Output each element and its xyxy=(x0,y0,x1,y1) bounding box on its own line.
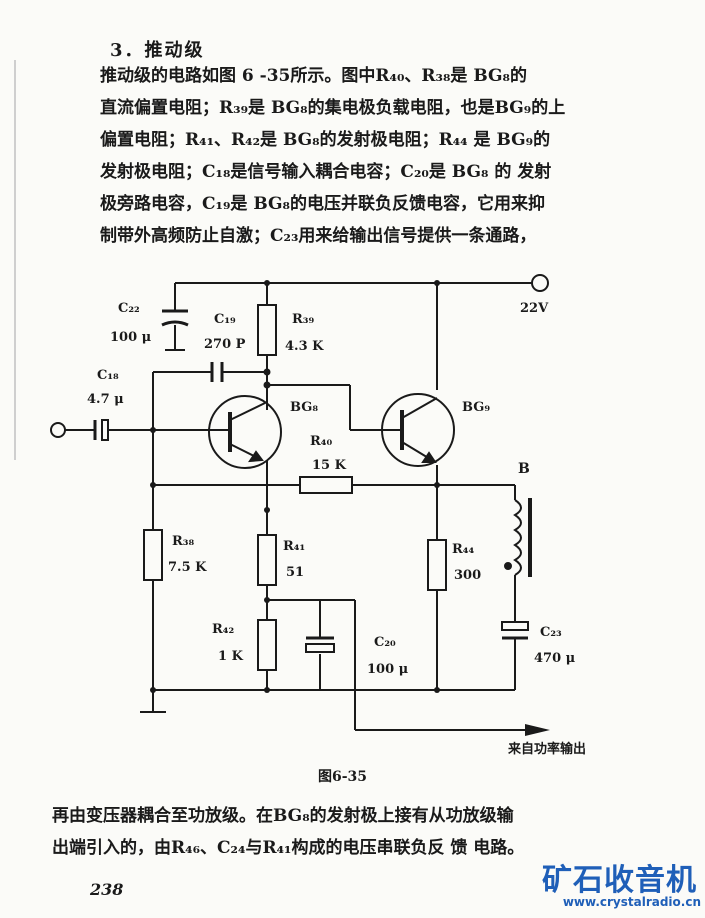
watermark-url: www.crystalradio.cn xyxy=(562,895,701,909)
r44-label: R₄₄ xyxy=(452,542,474,557)
r41-label: R₄₁ xyxy=(283,539,305,554)
resistor-r41 xyxy=(257,534,277,586)
c18-label: C₁₈ xyxy=(97,368,119,383)
feedback-arrow-icon xyxy=(525,724,550,736)
transformer-b xyxy=(504,498,532,577)
r42-label: R₄₂ xyxy=(212,622,234,637)
c22-label: C₂₂ xyxy=(118,301,140,316)
c23-label: C₂₃ xyxy=(540,625,562,640)
paragraph-1-line: 极旁路电容，C₁₉是 BG₈的电压并联负反馈电容，它用来抑 xyxy=(100,194,545,214)
r38-label: R₃₈ xyxy=(172,534,194,549)
transformer-label: B xyxy=(518,461,530,477)
paragraph-2-line: 再由变压器耦合至功放级。在BG₈的发射极上接有从功放级输 xyxy=(52,806,514,826)
capacitor-c23 xyxy=(501,621,529,640)
c18-value: 4.7 μ xyxy=(87,392,124,407)
r41-value: 51 xyxy=(286,565,304,580)
c20-label: C₂₀ xyxy=(374,635,396,650)
r40-value: 15 K xyxy=(312,458,347,473)
supply-voltage-label: 22V xyxy=(520,301,549,316)
resistor-r42 xyxy=(257,619,277,671)
capacitor-c18 xyxy=(93,419,109,441)
paragraph-1-line: 偏置电阻；R₄₁、R₄₂是 BG₈的发射极电阻；R₄₄ 是 BG₉的 xyxy=(100,130,551,150)
r44-value: 300 xyxy=(454,568,481,583)
resistor-r44 xyxy=(427,539,447,591)
paragraph-1-line: 直流偏置电阻；R₃₉是 BG₈的集电极负载电阻，也是BG₉的上 xyxy=(100,98,566,118)
page-number: 238 xyxy=(90,880,124,899)
bg8-label: BG₈ xyxy=(290,400,318,415)
r38-value: 7.5 K xyxy=(168,560,207,575)
r39-value: 4.3 K xyxy=(285,339,324,354)
r40-label: R₄₀ xyxy=(310,434,332,449)
supply-terminal xyxy=(531,274,549,292)
junction-dots xyxy=(150,280,440,693)
paragraph-1-line: 发射极电阻；C₁₈是信号输入耦合电容；C₂₀是 BG₈ 的 发射 xyxy=(100,162,552,182)
c19-value: 270 P xyxy=(204,337,246,352)
page-edge-shadow xyxy=(14,60,16,460)
paragraph-2: 再由变压器耦合至功放级。在BG₈的发射极上接有从功放级输 出端引入的，由R₄₆、… xyxy=(52,800,632,864)
input-terminal xyxy=(50,422,66,438)
resistor-r38 xyxy=(143,529,163,581)
circuit-wires xyxy=(64,282,535,731)
bg9-label: BG₉ xyxy=(462,400,490,415)
resistors xyxy=(143,304,447,671)
feedback-source-label: 来自功率输出 xyxy=(507,741,586,757)
r39-label: R₃₉ xyxy=(292,312,314,327)
transistor-bg8 xyxy=(208,395,282,469)
site-watermark: 矿石收音机 www.crystalradio.cn xyxy=(530,855,705,918)
c20-value: 100 μ xyxy=(367,662,409,677)
r42-value: 1 K xyxy=(218,649,244,664)
capacitor-c20 xyxy=(305,636,335,653)
section-title: 3．推动级 xyxy=(110,40,205,61)
c19-label: C₁₉ xyxy=(214,312,236,327)
figure-caption: 图6-35 xyxy=(318,769,368,785)
paragraph-1-line: 制带外高频防止自激；C₂₃用来给输出信号提供一条通路， xyxy=(100,226,537,246)
paragraph-2-line: 出端引入的，由R₄₆、C₂₄与R₄₁构成的电压串联负反 馈 电路。 xyxy=(52,838,525,858)
paragraph-1: 推动级的电路如图 6 -35所示。图中R₄₀、R₃₈是 BG₈的 直流偏置电阻；… xyxy=(100,60,635,252)
resistor-r40 xyxy=(299,476,353,494)
c22-value: 100 μ xyxy=(110,330,152,345)
paragraph-1-line: 推动级的电路如图 6 -35所示。图中R₄₀、R₃₈是 BG₈的 xyxy=(100,66,527,86)
capacitor-c22 xyxy=(161,309,189,351)
resistor-r39 xyxy=(257,304,277,356)
capacitor-c19 xyxy=(210,362,224,382)
watermark-title: 矿石收音机 xyxy=(542,863,697,898)
c23-value: 470 μ xyxy=(534,651,576,666)
transistor-bg9 xyxy=(381,393,455,467)
